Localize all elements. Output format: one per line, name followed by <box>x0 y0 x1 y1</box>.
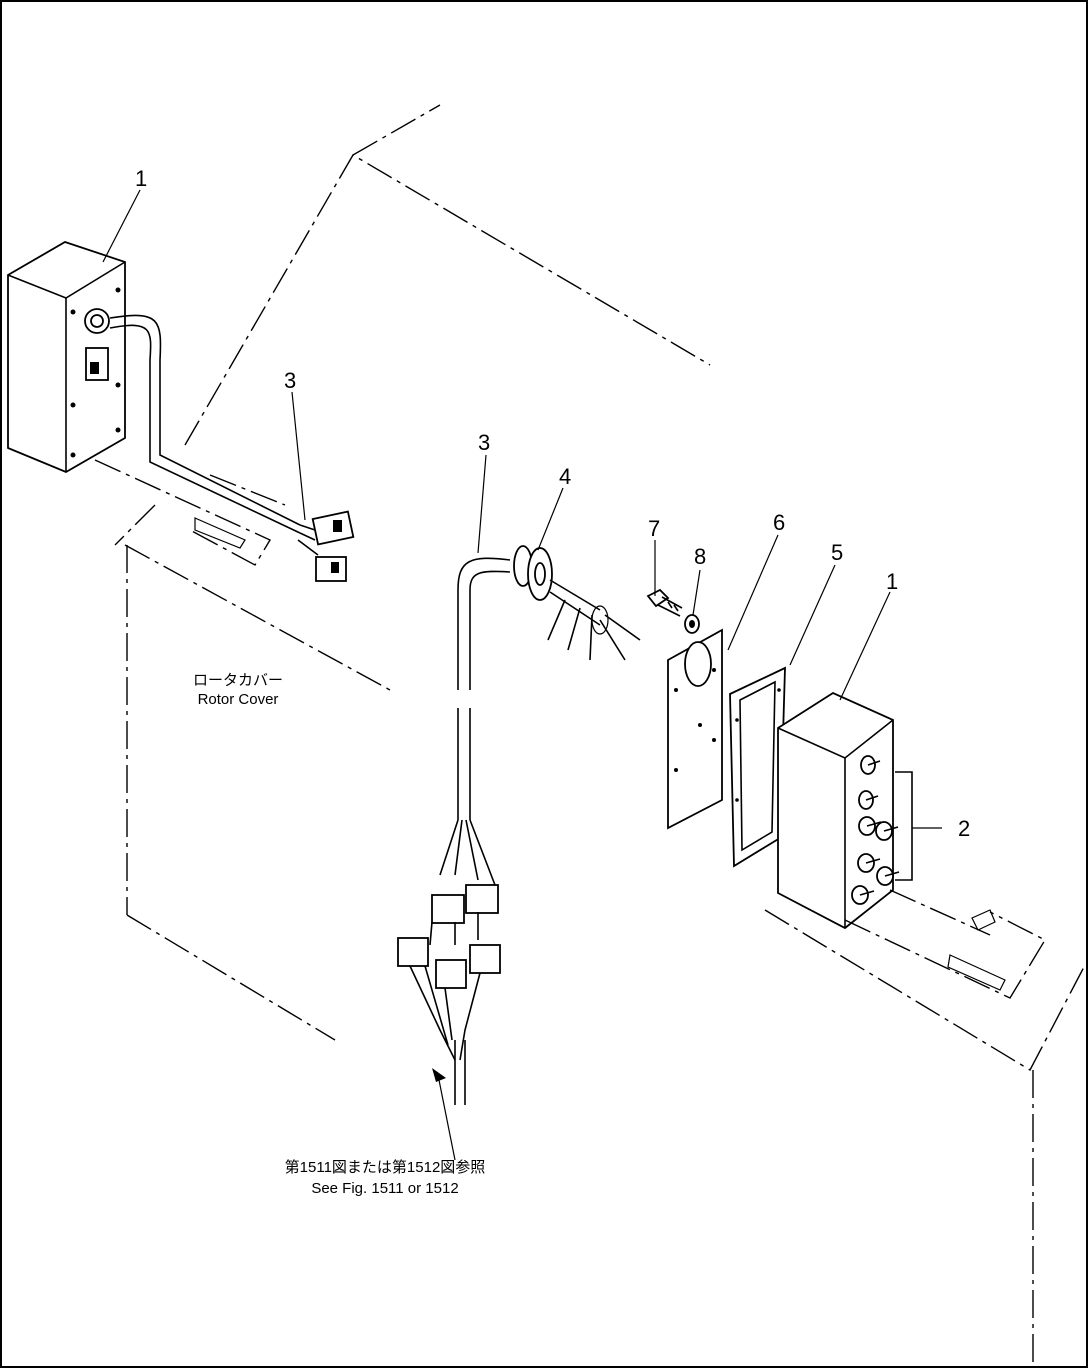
bolt-7 <box>646 588 683 617</box>
wire-harness-center <box>397 557 511 1105</box>
callout-3-center: 3 <box>478 430 490 455</box>
rotor-cover-label: Rotor Cover <box>198 691 279 708</box>
callout-6: 6 <box>773 510 785 535</box>
callout-8: 8 <box>694 544 706 569</box>
callout-7: 7 <box>648 516 660 541</box>
callout-4: 4 <box>559 464 571 489</box>
rotor-cover-label-jp: ロータカバー <box>193 672 283 689</box>
rotor-cover-outline <box>114 104 1086 1365</box>
reference-note: See Fig. 1511 or 1512 <box>311 1180 458 1197</box>
gasket-5 <box>729 666 786 868</box>
wire-harness-left <box>109 314 355 582</box>
leader-lines <box>102 189 891 1161</box>
grommet-4 <box>513 545 641 661</box>
callout-2: 2 <box>958 816 970 841</box>
control-box-left <box>7 241 126 474</box>
control-box-right <box>777 691 894 930</box>
reference-note-jp: 第1511図または第1512図参照 <box>285 1158 486 1176</box>
bracket-left <box>94 459 286 566</box>
toggle-switches-2 <box>851 755 942 905</box>
callout-5: 5 <box>831 540 843 565</box>
callout-1-left: 1 <box>135 166 147 191</box>
callout-1-right: 1 <box>886 569 898 594</box>
callout-3-left: 3 <box>284 368 296 393</box>
bracket-right <box>844 889 1046 999</box>
plate-6 <box>667 628 723 830</box>
washer-8 <box>684 614 700 634</box>
